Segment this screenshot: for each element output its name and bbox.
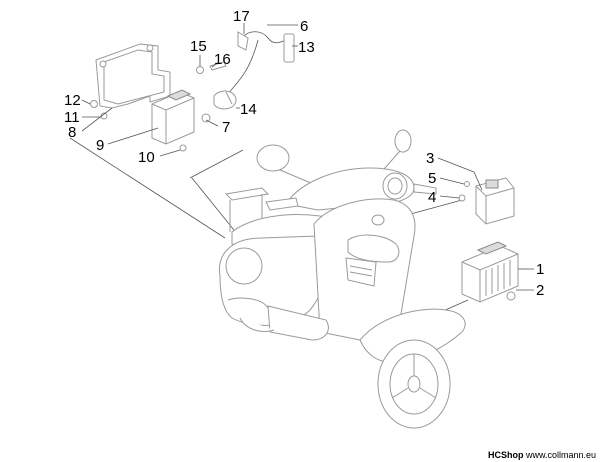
callout-14: 14 [240, 101, 257, 118]
callout-11: 11 [64, 109, 80, 126]
scooter [218, 129, 466, 429]
callout-13: 13 [298, 39, 315, 56]
callout-7: 7 [222, 119, 230, 136]
watermark-brand: HCShop [487, 450, 524, 460]
watermark: HCShop www.collmann.eu [488, 450, 596, 460]
regulator-upper [458, 177, 515, 225]
control-unit [151, 89, 195, 145]
callout-6: 6 [300, 18, 308, 35]
callout-2: 2 [536, 282, 544, 299]
sensor-cable [213, 31, 295, 110]
callout-16: 16 [214, 51, 231, 68]
rectifier [461, 241, 519, 303]
callout-3: 3 [426, 150, 434, 167]
mounting-bracket [95, 43, 171, 109]
callout-4: 4 [428, 189, 436, 206]
callout-5: 5 [428, 170, 436, 187]
callout-15: 15 [190, 38, 207, 55]
watermark-url: www.collmann.eu [525, 450, 596, 460]
callout-9: 9 [96, 137, 104, 154]
callout-8: 8 [68, 124, 76, 141]
callout-1: 1 [536, 261, 544, 278]
callout-17: 17 [233, 8, 250, 25]
callout-12: 12 [64, 92, 81, 109]
callout-leaders [81, 23, 534, 291]
callout-numbers: 17 6 13 15 16 14 7 12 11 8 9 10 3 5 4 1 … [64, 8, 544, 299]
callout-10: 10 [138, 149, 155, 166]
